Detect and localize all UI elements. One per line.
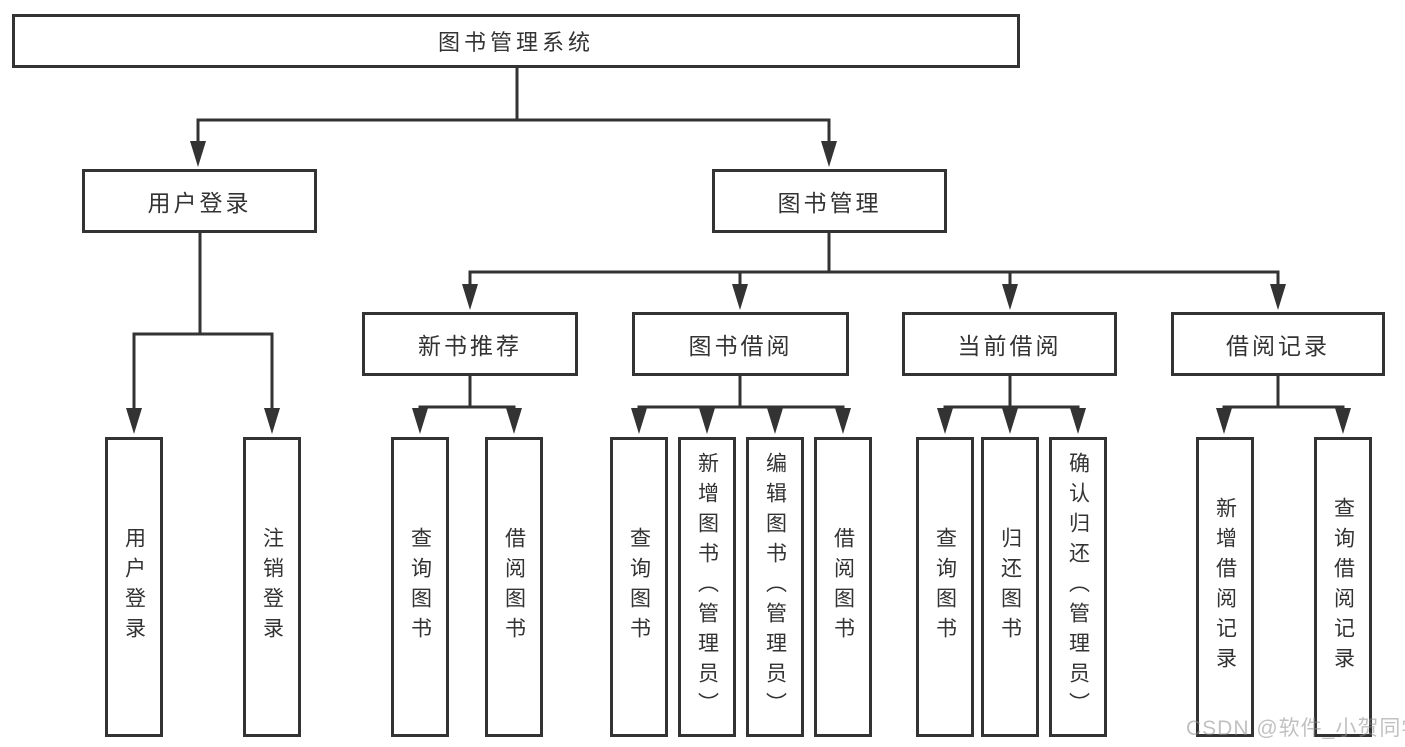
leaf-add-borrow-record: 新增借阅记录 [1196, 437, 1254, 737]
node-book-management: 图书管理 [712, 169, 947, 233]
leaf-query-borrow-record: 查询借阅记录 [1314, 437, 1372, 737]
leaf-confirm-return-admin: 确认归还（管理员） [1049, 437, 1107, 737]
csdn-watermark: CSDN @软件_小贺同学 [1186, 717, 1405, 740]
arrowhead-icons [126, 141, 1351, 434]
leaf-user-login: 用户登录 [105, 437, 163, 737]
leaf-borrow-books-borrowing: 借阅图书 [814, 437, 872, 737]
leaf-add-book-admin: 新增图书（管理员） [678, 437, 736, 737]
leaf-edit-book-admin: 编辑图书（管理员） [746, 437, 804, 737]
node-root: 图书管理系统 [12, 14, 1020, 68]
leaf-query-books-current: 查询图书 [916, 437, 974, 737]
node-book-borrowing: 图书借阅 [632, 312, 849, 376]
node-new-book-recommendation: 新书推荐 [362, 312, 578, 376]
leaf-borrow-books-recommend: 借阅图书 [485, 437, 543, 737]
leaf-query-books-borrowing: 查询图书 [610, 437, 668, 737]
node-current-borrowing: 当前借阅 [902, 312, 1117, 376]
node-borrowing-records: 借阅记录 [1171, 312, 1385, 376]
leaf-logout: 注销登录 [243, 437, 301, 737]
leaf-return-books: 归还图书 [981, 437, 1039, 737]
leaf-query-books-recommend: 查询图书 [391, 437, 449, 737]
node-user-login: 用户登录 [82, 169, 317, 233]
